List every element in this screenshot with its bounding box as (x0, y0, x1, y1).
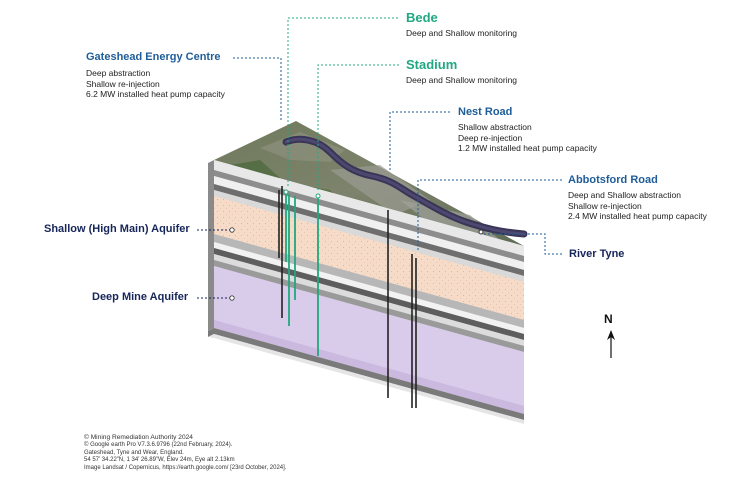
north-arrow-icon (607, 330, 615, 358)
site-gateshead-line-2: Shallow re-injection (86, 78, 160, 89)
site-abbotsford-title: Abbotsford Road (568, 174, 658, 186)
label-shallow-aquifer: Shallow (High Main) Aquifer (44, 223, 190, 235)
site-gateshead-line-1: Deep abstraction (86, 68, 151, 78)
credit-line-1: © Mining Remediation Authority 2024 (84, 434, 193, 441)
site-nest-road-line-1: Shallow abstraction (458, 122, 532, 132)
site-nest-road: Nest Road Shallow abstraction Deep re-in… (458, 106, 597, 154)
site-gateshead-title: Gateshead Energy Centre (86, 51, 221, 63)
site-bede-title: Bede (406, 10, 438, 25)
site-nest-road-line-3: 1.2 MW installed heat pump capacity (458, 143, 597, 153)
credit-line-2: © Google earth Pro V7.3.6.9796 (22nd Feb… (84, 442, 233, 449)
site-stadium: Stadium Deep and Shallow monitoring (406, 57, 517, 86)
credit-line-3: Gateshead, Tyne and Wear, England. (84, 449, 184, 456)
river-tyne-marker (478, 229, 484, 235)
site-bede-line-1: Deep and Shallow monitoring (406, 28, 518, 38)
leader-lines (197, 17, 562, 299)
credit-line-5: Image Landsat / Copernicus, https://eart… (84, 464, 287, 471)
site-abbotsford-line-2: Shallow re-injection (568, 200, 642, 211)
strata-front-face (214, 160, 524, 414)
site-stadium-line-1: Deep and Shallow monitoring (406, 75, 518, 85)
site-abbotsford: Abbotsford Road Deep and Shallow abstrac… (568, 174, 707, 222)
site-gateshead-line-3: 6.2 MW installed heat pump capacity (86, 89, 225, 99)
label-river-tyne: River Tyne (569, 248, 625, 260)
site-abbotsford-line-3: 2.4 MW installed heat pump capacity (568, 211, 707, 221)
deep-aquifer-marker (229, 295, 235, 301)
shallow-aquifer-marker (229, 227, 235, 233)
label-deep-aquifer: Deep Mine Aquifer (92, 291, 189, 303)
lower-strata-slab (208, 328, 524, 424)
site-bede: Bede Deep and Shallow monitoring (406, 10, 517, 39)
site-nest-road-title: Nest Road (458, 106, 513, 118)
credit-line-4: 54 57’ 34.22”N, 1 34’ 26.89”W, Elev 24m,… (84, 457, 235, 464)
site-nest-road-line-2: Deep re-injection (458, 132, 523, 143)
site-gateshead: Gateshead Energy Centre Deep abstraction… (86, 51, 225, 100)
image-credits: © Mining Remediation Authority 2024 © Go… (84, 434, 286, 472)
site-stadium-title: Stadium (406, 57, 458, 72)
site-abbotsford-line-1: Deep and Shallow abstraction (568, 190, 681, 200)
block-side-face (208, 160, 214, 331)
compass-north-label: N (604, 312, 613, 326)
boreholes (278, 186, 484, 408)
bede-marker (283, 189, 289, 195)
stadium-marker (315, 193, 321, 199)
